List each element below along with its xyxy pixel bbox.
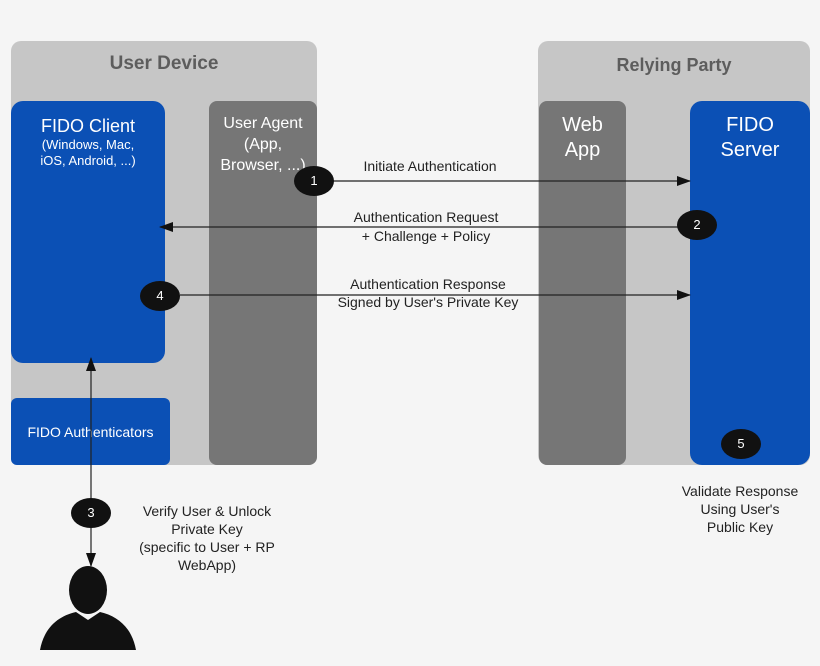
user-agent-title: User Agent (223, 115, 303, 132)
web-app-box: Web App (539, 101, 626, 465)
web-app-line-2: App (564, 139, 601, 161)
user-agent-sub-1: (App, (243, 136, 283, 153)
step-3-badge: 3 (71, 498, 111, 528)
fido-client-platforms-2: iOS, Android, ...) (40, 153, 136, 168)
step-2-label-1: Authentication Request (353, 209, 499, 225)
step-1-label: Initiate Authentication (363, 158, 497, 174)
step-5-label-2: Using User's (700, 501, 780, 517)
user-agent-sub-2: Browser, ...) (220, 157, 306, 174)
relying-party-title: Relying Party (616, 55, 732, 75)
step-3-label-2: Private Key (171, 521, 243, 537)
user-agent-box: User Agent (App, Browser, ...) (209, 101, 317, 465)
fido-server-line-1: FIDO (726, 114, 774, 136)
step-5-label-3: Public Key (706, 519, 774, 535)
user-device-title: User Device (109, 53, 219, 74)
step-2-badge: 2 (677, 210, 717, 240)
fido-server-line-2: Server (720, 139, 780, 161)
web-app-line-1: Web (562, 114, 603, 136)
step-4-badge: 4 (140, 281, 180, 311)
fido-client-box: FIDO Client (Windows, Mac, iOS, Android,… (11, 101, 165, 363)
step-4-label-1: Authentication Response (350, 276, 506, 292)
step-4-label-2: Signed by User's Private Key (337, 294, 519, 310)
step-2-label-2: + Challenge + Policy (361, 228, 491, 244)
user-silhouette-icon (40, 566, 136, 650)
fido-client-platforms-1: (Windows, Mac, (41, 137, 135, 152)
step-3-label-1: Verify User & Unlock (142, 503, 272, 519)
fido-server-box: FIDO Server (690, 101, 810, 465)
step-5-label-1: Validate Response (681, 483, 799, 499)
step-1-badge: 1 (294, 166, 334, 196)
step-3-label-4: WebApp) (177, 557, 237, 573)
step-3-label-3: (specific to User + RP (139, 539, 275, 555)
step-5-badge: 5 (721, 429, 761, 459)
fido-client-title: FIDO Client (40, 116, 136, 136)
